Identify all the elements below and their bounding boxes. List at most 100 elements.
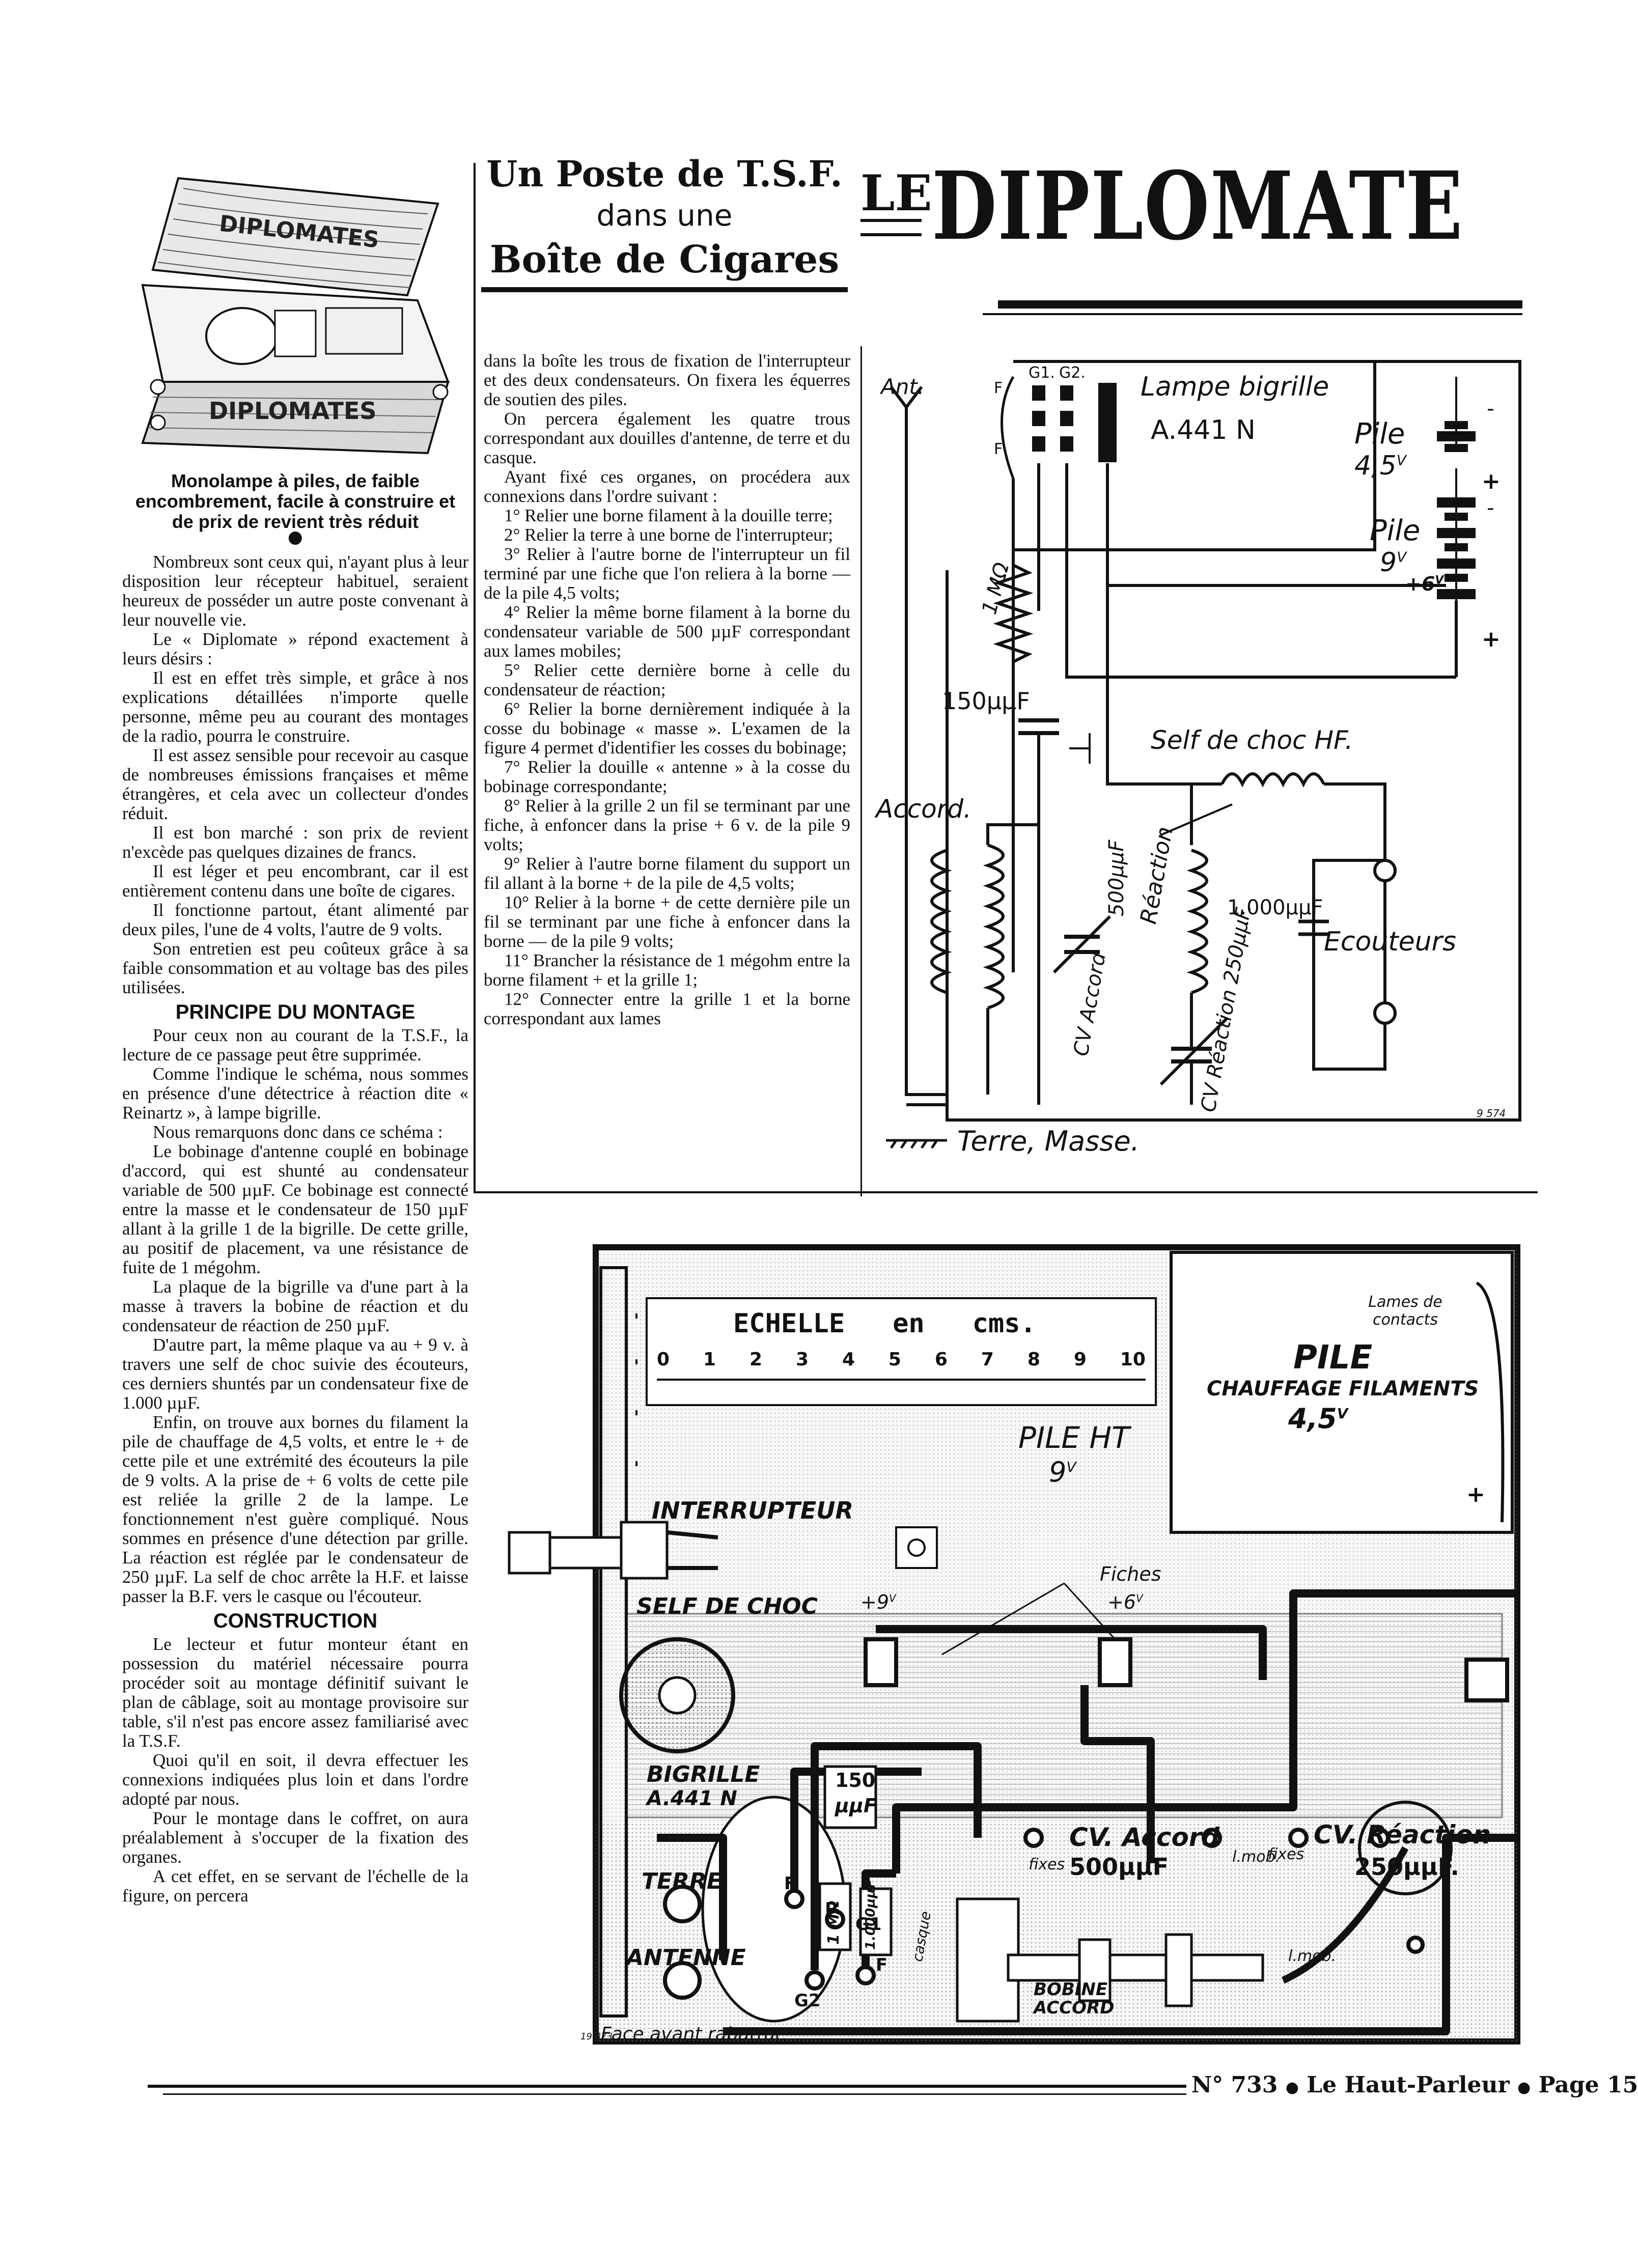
label-lames: Lames de contacts xyxy=(1368,1293,1442,1329)
construction-paragraph: Quoi qu'il en soit, il devra effectuer l… xyxy=(122,1750,468,1809)
label-plus-2: + xyxy=(1482,626,1501,652)
label-pile-chauffage-volts: 4,5V xyxy=(1288,1403,1348,1435)
kicker: Un Poste de T.S.F. dans une Boîte de Cig… xyxy=(481,153,848,292)
column-rule xyxy=(474,163,476,1191)
label-p: P xyxy=(825,1899,838,1919)
construction-paragraph: Pour le montage dans le coffret, on aura… xyxy=(122,1808,468,1867)
label-resistor-1m: 1 MΩ xyxy=(825,1900,843,1945)
label-pile-chauffage: PILE xyxy=(1293,1339,1373,1377)
label-ecouteurs: Ecouteurs xyxy=(1324,927,1457,957)
label-c1000: 1.000µµF xyxy=(863,1879,878,1950)
footer-rule-thin xyxy=(163,2093,1186,2095)
principe-paragraph: Enfin, on trouve aux bornes du filament … xyxy=(122,1412,468,1606)
label-g2: G2 xyxy=(794,1991,821,2011)
title-le-rules xyxy=(860,219,922,236)
intro-paragraph: Il est léger et peu encombrant, car il e… xyxy=(122,861,468,901)
step-item: 10° Relier à la borne + de cette dernièr… xyxy=(484,892,850,951)
kicker-line-1: Un Poste de T.S.F. xyxy=(486,153,843,195)
label-lmob-2: l.mob. xyxy=(1288,1947,1337,1965)
label-c1000: 1.000µµF xyxy=(1227,896,1323,919)
step-item: 4° Relier la même borne filament à la bo… xyxy=(484,602,850,661)
heading-construction: CONSTRUCTION xyxy=(213,1610,378,1632)
circuit-schematic: Ant. F F G1. G2. Lampe bigrille A.441 N … xyxy=(866,346,1538,1181)
label-cv-reaction: CV. Réaction xyxy=(1314,1820,1491,1850)
scale-number: 0 xyxy=(657,1349,670,1370)
label-face-avant: Face avant rabattue xyxy=(601,2024,787,2045)
scale-number: 5 xyxy=(888,1349,901,1370)
intro-paragraph: Nombreux sont ceux qui, n'ayant plus à l… xyxy=(122,552,468,630)
label-cv-reaction-value: 250µµF. xyxy=(1354,1853,1459,1881)
intro-paragraph: Il est assez sensible pour recevoir au c… xyxy=(122,745,468,823)
cigar-box-photo: DIPLOMATES DIPLOMATES xyxy=(122,168,468,473)
footer-bullet: ● xyxy=(1285,2079,1299,2096)
label-pile-2-volts: 9V xyxy=(1380,547,1407,578)
page-number: Page 15 xyxy=(1538,2072,1638,2098)
label-plus-6: +6V xyxy=(1405,573,1444,595)
label-fixes-1: fixes xyxy=(1029,1856,1065,1873)
photo-caption: Monolampe à piles, de faible encombremen… xyxy=(135,470,456,532)
label-pile-2: Pile xyxy=(1370,514,1421,547)
title-underline xyxy=(998,300,1522,309)
step-item: 3° Relier à l'autre borne de l'interrupt… xyxy=(484,544,850,603)
label-c150-unit: µµF xyxy=(835,1795,877,1817)
label-f-1: F xyxy=(784,1873,796,1894)
label-g1: G1. xyxy=(1029,364,1055,382)
label-minus-1: - xyxy=(1487,397,1494,421)
schematic-ref: 9 574 xyxy=(1477,1107,1506,1119)
scale-number: 4 xyxy=(842,1349,855,1370)
scale-number: 2 xyxy=(749,1349,763,1370)
section-rule xyxy=(474,1191,1538,1193)
step-item: 12° Connecter entre la grille 1 et la bo… xyxy=(484,989,850,1028)
column-rule xyxy=(860,346,862,1196)
label-c500: 500µµF xyxy=(1105,839,1128,916)
scale-number: 1 xyxy=(703,1349,716,1370)
principe-paragraph: Nous remarquons donc dans ce schéma : xyxy=(153,1122,443,1142)
scale-number: 6 xyxy=(934,1349,948,1370)
scale-number: 10 xyxy=(1120,1349,1146,1370)
scale-numbers: 0 1 2 3 4 5 6 7 8 9 10 xyxy=(657,1349,1146,1370)
step-item: 11° Brancher la résistance de 1 mégohm e… xyxy=(484,950,850,990)
label-pile-1-volts: 4,5V xyxy=(1354,451,1406,481)
col2-paragraph: On percera également les quatre trous co… xyxy=(484,409,850,467)
label-lampe: Lampe bigrille xyxy=(1141,372,1329,402)
column-1: Nombreux sont ceux qui, n'ayant plus à l… xyxy=(122,552,468,1906)
issue-number: N° 733 xyxy=(1191,2072,1278,2098)
label-terre: TERRE xyxy=(642,1868,722,1894)
kicker-line-2: dans une xyxy=(596,198,733,233)
step-item: 7° Relier la douille « antenne » à la co… xyxy=(484,757,850,796)
label-minus-2: - xyxy=(1487,496,1494,520)
label-terre-masse: Terre, Masse. xyxy=(957,1125,1140,1157)
front-label: DIPLOMATES xyxy=(209,397,377,425)
label-pile-ht: PILE HT xyxy=(1018,1420,1130,1455)
label-pile-1: Pile xyxy=(1354,417,1405,451)
label-lmob-1: l.mob. xyxy=(1232,1848,1281,1866)
step-item: 9° Relier à l'autre borne filament du su… xyxy=(484,854,850,893)
kicker-rule xyxy=(481,287,848,292)
label-accord: Accord. xyxy=(876,794,971,824)
caption-bullet: ● xyxy=(288,527,303,547)
title-le: LE xyxy=(860,164,932,222)
schematic-drawing xyxy=(886,360,1521,1149)
label-f-2: F xyxy=(876,1955,888,1975)
construction-paragraph: Le lecteur et futur monteur étant en pos… xyxy=(122,1634,468,1751)
principe-paragraph: La plaque de la bigrille va d'une part à… xyxy=(122,1277,468,1335)
layout-ref: 19 373 xyxy=(580,2031,613,2042)
step-item: 8° Relier à la grille 2 un fil se termin… xyxy=(484,796,850,854)
page-title: DIPLOMATE xyxy=(932,151,1464,261)
label-self-choc: Self de choc HF. xyxy=(1151,725,1353,755)
scale-number: 8 xyxy=(1027,1349,1040,1370)
intro-paragraph: Le « Diplomate » répond exactement à leu… xyxy=(122,629,468,668)
step-item: 1° Relier une borne filament à la douill… xyxy=(504,506,833,525)
label-cv-accord-value: 500µµF xyxy=(1069,1853,1169,1881)
label-bigrille: BIGRILLE xyxy=(647,1761,760,1787)
label-pile-ht-volts: 9V xyxy=(1049,1456,1076,1488)
label-g2: G2. xyxy=(1059,364,1086,382)
label-plus-pile: + xyxy=(1466,1481,1485,1507)
label-self-de-choc: SELF DE CHOC xyxy=(636,1593,818,1619)
title-underline-thin xyxy=(983,313,1522,315)
label-plus9: +9V xyxy=(860,1591,896,1613)
scale-title: ECHELLE en cms. xyxy=(733,1308,1036,1339)
intro-paragraph: Il est en effet très simple, et grâce à … xyxy=(122,668,468,746)
label-cv-accord: CV. Accord xyxy=(1069,1823,1220,1852)
footer: N° 733 ● Le Haut-Parleur ● Page 15 xyxy=(1191,2072,1638,2098)
